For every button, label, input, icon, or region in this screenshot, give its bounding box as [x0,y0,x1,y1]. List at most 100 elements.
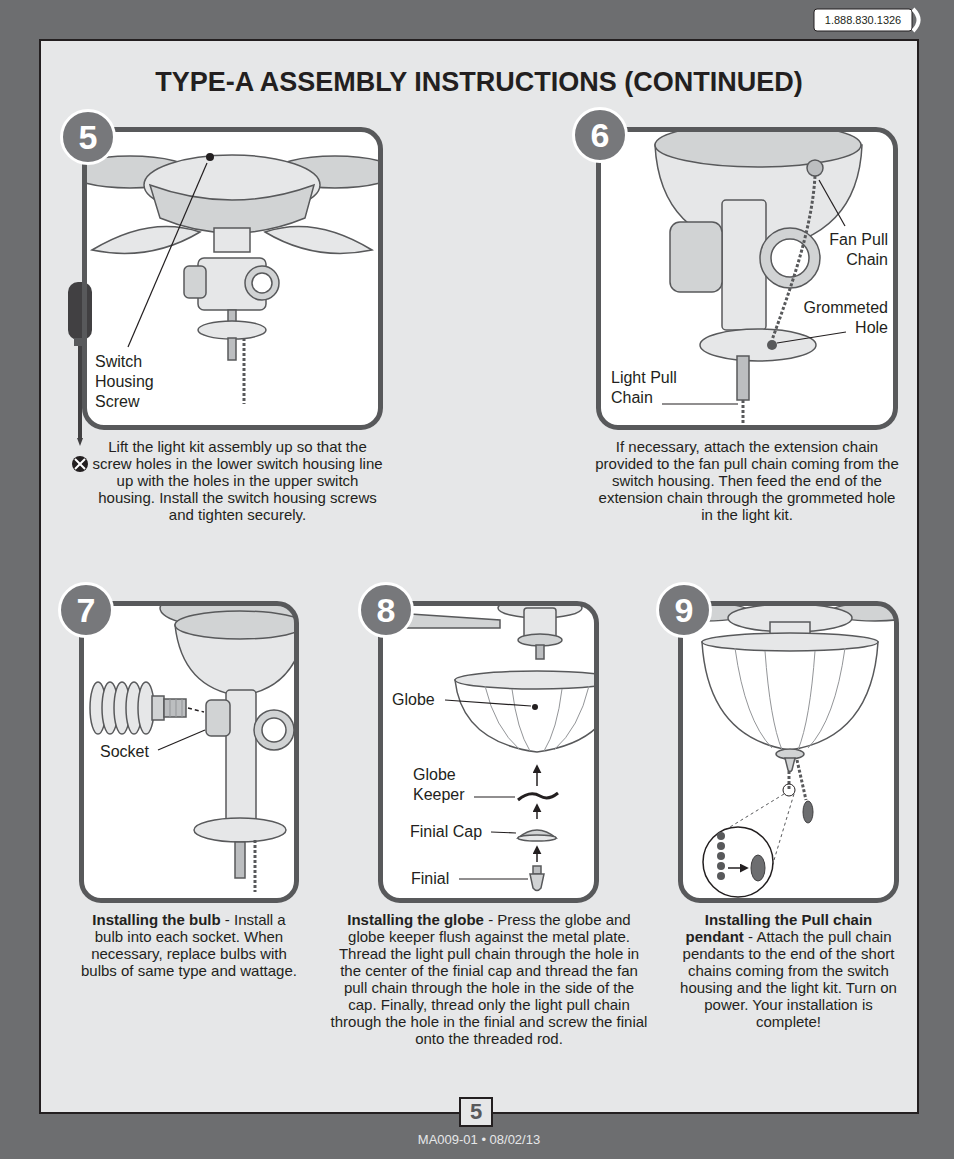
finial-stem [533,866,541,874]
assembly-arrow [536,766,538,786]
callout-label: Grommeted Hole [794,298,888,338]
leader-line [128,163,207,347]
page-number: 5 [460,1098,492,1126]
screw [206,153,214,161]
globe-illustration [380,603,597,891]
pull-chain-pendant [803,801,813,823]
leader-line [459,878,528,879]
fan-blade [265,226,372,253]
chain-bead [717,832,725,840]
step-heading: Installing the bulb [92,911,220,928]
page-title: TYPE-A ASSEMBLY INSTRUCTIONS (CONTINUED) [40,62,918,102]
socket [254,710,294,750]
step-description: Installing the Pull chain pendant- Attac… [680,911,897,1030]
chain-bead [717,862,725,870]
frame-fill [596,127,898,430]
globe-facet [735,648,772,748]
globe [455,680,597,752]
pendant-illustration [680,603,897,897]
socket [670,222,722,292]
step-description: If necessary, attach the extension chain… [594,438,900,523]
step-panel: Installing the globe- Press the globe an… [378,601,599,903]
phillips-circle [72,456,88,472]
callout-label: Switch Housing Screw [95,352,161,412]
bulb-illustration [90,603,297,892]
bulb-thread [170,699,171,717]
threaded-rod [737,356,749,400]
content-panel [40,40,918,1113]
detail-marker [783,784,795,796]
socket-opening [252,273,272,293]
metal-plate [518,634,562,646]
callout-label: Globe [392,690,452,710]
threaded-rod [228,338,236,360]
switch-cap-rim [655,129,861,167]
threaded-rod [235,842,245,878]
step-description: Installing the globe- Press the globe an… [330,911,648,1047]
globe-keeper [518,793,558,800]
callout-label: Light Pull Chain [611,368,691,408]
threaded-rod [536,645,544,659]
chain-bead [717,872,725,880]
callout-label: Socket [100,742,170,762]
step-number: 7 [77,593,96,627]
globe-rim [455,671,597,689]
chain-bead [717,842,725,850]
pull-chain-pendant [751,855,765,881]
step-number-badge: 7 [58,582,114,638]
grommet [807,160,823,176]
light-kit-plate [198,321,266,339]
phillips-cross [75,459,85,469]
phillips-symbol [72,456,88,472]
step-number-badge: 8 [358,582,414,638]
globe [702,642,878,750]
attach-arrow [728,867,747,869]
fan-blade [92,226,200,253]
socket [760,228,820,288]
globe-facet [554,686,589,750]
frame-fill [678,601,899,903]
screwdriver-tip [77,438,83,446]
phone-tab [814,9,912,31]
finial-cap-rim [518,835,556,841]
pull-chain [254,840,257,892]
globe-facet [485,686,520,750]
leader-line [662,403,738,404]
callout-label: Finial [411,869,471,889]
callout-label: Globe Keeper [413,765,477,805]
callout-label: Fan Pull Chain [808,230,888,270]
grommeted-hole [767,340,777,350]
globe-facet [544,689,562,751]
install-path [188,708,204,712]
finial [785,758,795,772]
finial [530,874,544,891]
globe-facet [798,651,815,750]
switch-housing [214,228,250,252]
leader-line [819,180,845,226]
globe-facet [765,651,782,750]
document-code: MA009-01 • 08/02/13 [40,1131,918,1149]
globe-rim [702,633,878,651]
globe-facet [808,648,845,748]
detail-circle [703,827,773,897]
leader-line [491,832,516,833]
phillips-cross [75,459,85,469]
assembly-arrow [536,847,538,862]
bulb-thread [182,699,183,717]
pull-chain [243,338,246,404]
light-fitter [722,200,766,330]
socket [206,700,230,736]
leader-line [777,332,846,343]
light-kit-plate [194,818,286,842]
globe-facet [512,689,530,751]
switch-housing-illustration [655,129,862,428]
phone-number: 1.888.830.1326 [814,12,912,28]
step-number-badge: 6 [572,107,628,163]
step-panel: Installing the Pull chain pendant- Attac… [678,601,899,903]
pull-chain [797,760,806,800]
frame-fill [378,601,599,903]
page-number-box [460,1098,492,1126]
screwdriver [68,282,92,446]
